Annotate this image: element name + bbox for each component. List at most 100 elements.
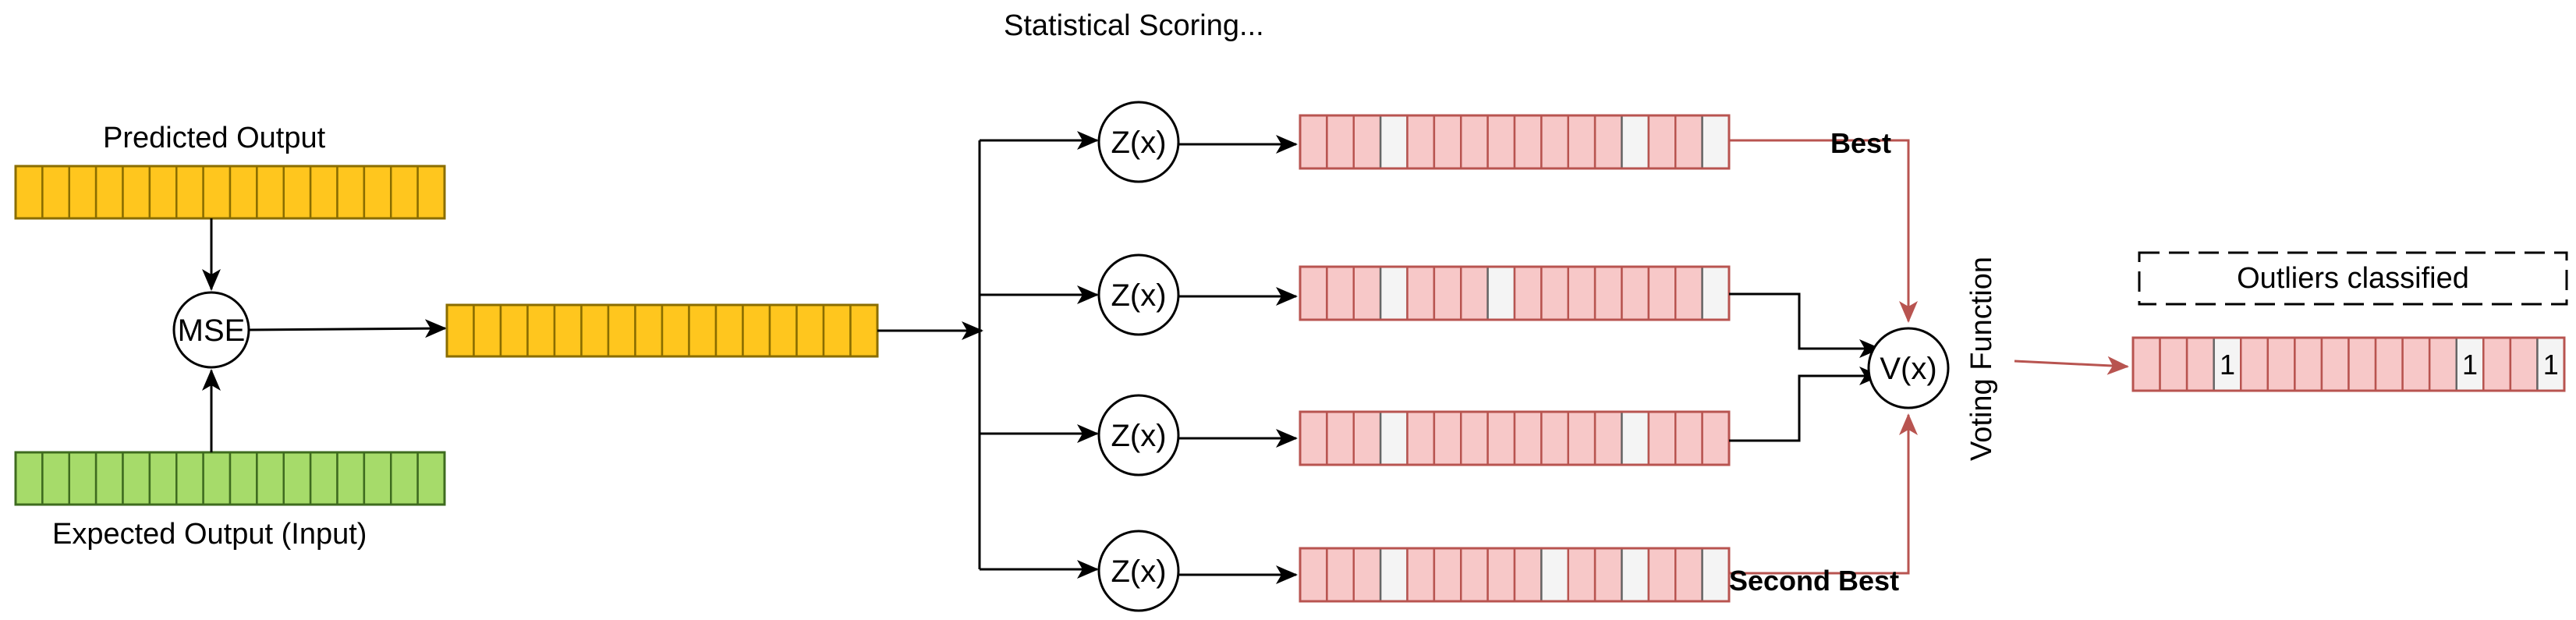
vector-cell [1460, 547, 1489, 603]
vector-cell [309, 165, 338, 220]
vector-cell [2320, 336, 2350, 392]
vector-cell [634, 303, 664, 358]
vector-cell [1460, 114, 1489, 170]
vector-cell [148, 165, 178, 220]
vector-cell-flagged [2536, 336, 2566, 392]
vector-cell [1326, 547, 1355, 603]
vector-cell [1433, 547, 1462, 603]
vector-cell [1567, 114, 1596, 170]
vector-cell [2374, 336, 2404, 392]
vector-cell [2240, 336, 2270, 392]
vector-cell [1406, 265, 1436, 321]
vector-cell [1460, 265, 1489, 321]
vector-cell [849, 303, 879, 358]
diagram-title: Statistical Scoring... [1004, 9, 1264, 42]
vector-cell [1326, 265, 1355, 321]
vector-cell [580, 303, 610, 358]
vector-cell [1486, 547, 1516, 603]
vector-border [14, 165, 446, 220]
vector-cell [416, 451, 446, 506]
vector-cell [282, 165, 312, 220]
vector-cell [2482, 336, 2512, 392]
vector-cell-flagged [1540, 547, 1570, 603]
vector-cell [1647, 547, 1677, 603]
vector-cell [2294, 336, 2323, 392]
vector-cell [94, 451, 124, 506]
vector-cell [1540, 265, 1570, 321]
vector-cell [416, 165, 446, 220]
expected-output-label: Expected Output (Input) [52, 518, 367, 551]
vector-cell [148, 451, 178, 506]
vector-cell [1299, 265, 1328, 321]
vector-cell [1647, 114, 1677, 170]
score-row-4 [1299, 547, 1731, 603]
v-label: V(x) [1880, 352, 1936, 386]
vector-cell [1406, 114, 1436, 170]
vector-cell [1486, 410, 1516, 466]
z-label: Z(x) [1111, 278, 1166, 313]
vector-cell-flagged [1379, 265, 1408, 321]
vector-cell [2347, 336, 2377, 392]
vector-cell [363, 165, 392, 220]
vector-cell [2185, 336, 2215, 392]
row3-connector [1729, 367, 1881, 442]
vector-cell [41, 451, 71, 506]
z-node-4: Z(x) [1097, 530, 1180, 612]
outlier-flag-text: 1 [2220, 349, 2235, 381]
vector-cell [229, 451, 258, 506]
vector-cell [1647, 410, 1677, 466]
mse-label: MSE [178, 314, 246, 348]
vector-cell [1567, 547, 1596, 603]
vector-cell [1352, 547, 1382, 603]
vector-cell [175, 451, 204, 506]
vector-cell [795, 303, 825, 358]
vector-cell [768, 303, 798, 358]
vector-cell-flagged [1621, 114, 1650, 170]
z-node-3: Z(x) [1097, 394, 1180, 477]
vector-cell [1674, 410, 1703, 466]
score-row-1 [1299, 114, 1731, 170]
vector-cell [363, 451, 392, 506]
vector-cell [1701, 410, 1731, 466]
vector-cell [1567, 265, 1596, 321]
z-circle [1097, 530, 1180, 612]
error-vector [445, 303, 879, 358]
vector-cell [2266, 336, 2296, 392]
vector-cell [1352, 114, 1382, 170]
vector-cell [1593, 547, 1623, 603]
vector-cell [688, 303, 718, 358]
predicted-output-vector [14, 165, 446, 220]
z-label: Z(x) [1111, 554, 1166, 589]
z-node-1: Z(x) [1097, 101, 1180, 183]
z-circle [1097, 394, 1180, 477]
outliers-classified-box [2138, 251, 2568, 306]
vector-cell [2131, 336, 2161, 392]
vector-cell [1326, 410, 1355, 466]
vector-cell [68, 165, 97, 220]
vector-cell-flagged [1379, 114, 1408, 170]
vector-cell [122, 451, 151, 506]
second-best-label: Second Best [1729, 565, 1899, 597]
vector-cell [2401, 336, 2431, 392]
outlier-flag-text: 1 [2543, 349, 2559, 381]
outlier-flag-text: 1 [2462, 349, 2478, 381]
vector-cell [41, 165, 71, 220]
vector-cell [1433, 265, 1462, 321]
score-row-2 [1299, 265, 1731, 321]
vector-cell [1540, 114, 1570, 170]
vector-cell-flagged [1379, 547, 1408, 603]
vector-cell [14, 451, 44, 506]
vector-cell [1674, 265, 1703, 321]
v-circle [1867, 327, 1950, 409]
vector-cell [1593, 114, 1623, 170]
vector-border [14, 451, 446, 506]
vector-cell [499, 303, 529, 358]
vector-cell [1567, 410, 1596, 466]
z-label: Z(x) [1111, 419, 1166, 453]
vector-cell [1674, 547, 1703, 603]
vector-cell [1299, 410, 1328, 466]
vector-cell-flagged [1621, 547, 1650, 603]
best-label: Best [1830, 127, 1891, 159]
vector-border [2131, 336, 2566, 392]
vector-cell [2509, 336, 2539, 392]
